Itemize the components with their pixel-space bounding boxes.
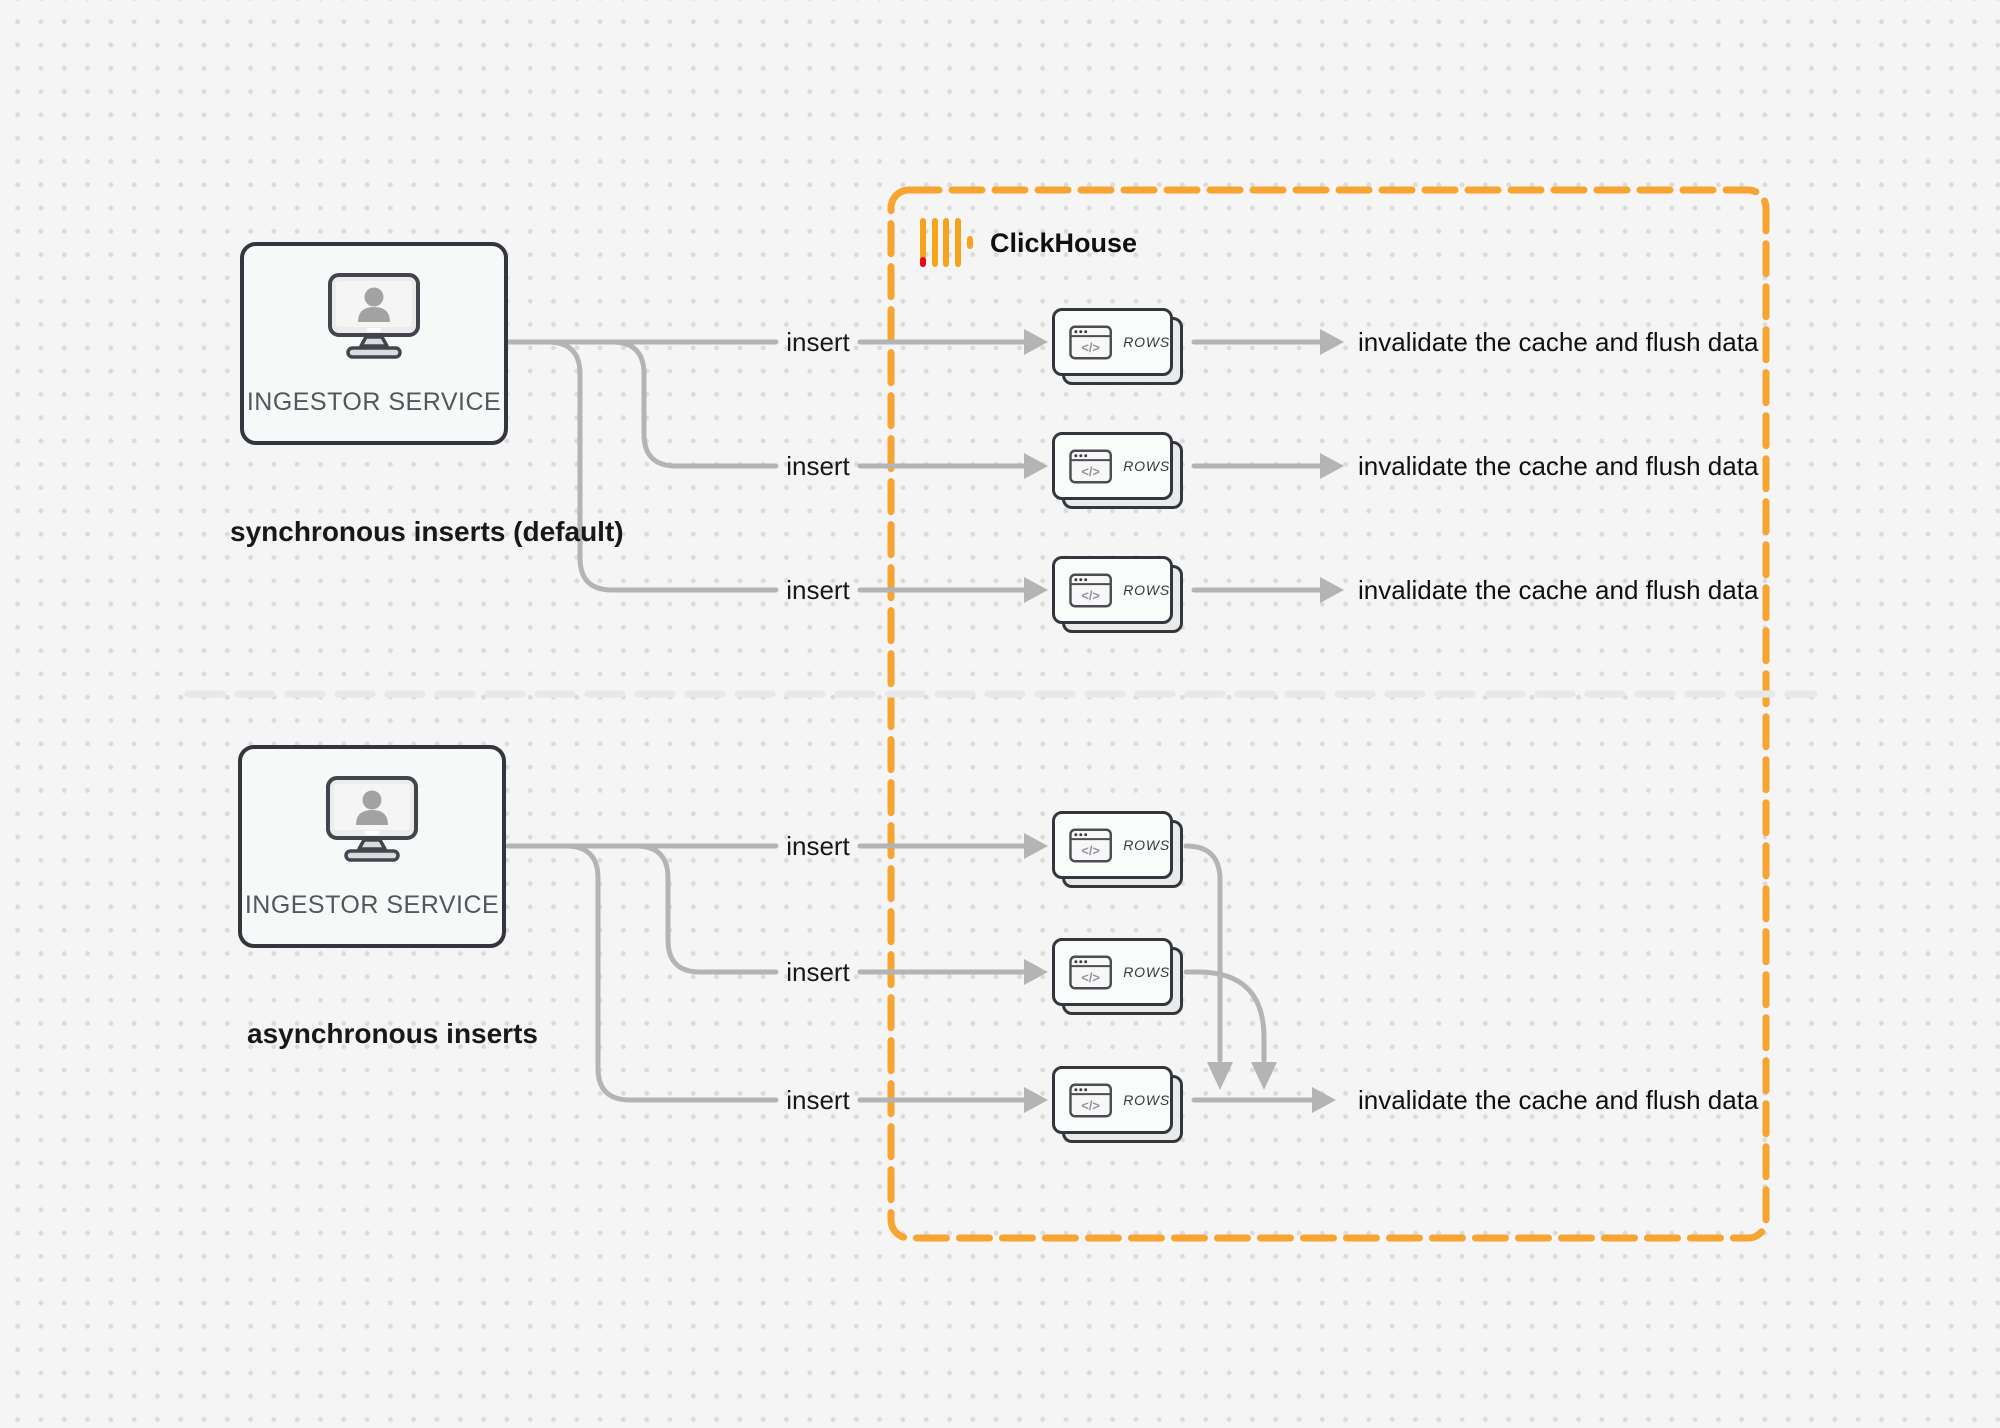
rows-card-front: </> ROWS xyxy=(1052,938,1173,1006)
insert-label-3: insert xyxy=(786,575,850,605)
arrowhead-icon xyxy=(1320,453,1344,479)
insert-label-4: insert xyxy=(786,831,850,861)
connector-async-branch-5 xyxy=(633,843,779,975)
insert-label-1: insert xyxy=(786,327,850,357)
clickhouse-boundary-box xyxy=(887,186,1770,1242)
rows-label: ROWS xyxy=(1123,582,1170,598)
rows-card-5: </> ROWS xyxy=(1052,938,1184,1016)
svg-text:</>: </> xyxy=(1081,339,1099,354)
rows-card-front: </> ROWS xyxy=(1052,308,1173,376)
rows-card-2: </> ROWS xyxy=(1052,432,1184,510)
ingestor-service-label: INGESTOR SERVICE xyxy=(246,388,502,416)
invalidate-label-3: invalidate the cache and flush data xyxy=(1358,575,1759,605)
connector-sync-branch-2 xyxy=(609,339,779,469)
rows-label: ROWS xyxy=(1123,334,1170,350)
svg-text:</>: </> xyxy=(1081,969,1099,984)
sync-section-label: synchronous inserts (default) xyxy=(230,516,624,547)
rows-card-front: </> ROWS xyxy=(1052,556,1173,624)
invalidate-label-2: invalidate the cache and flush data xyxy=(1358,451,1759,481)
connector-card4-down xyxy=(1183,843,1223,1063)
code-window-icon: </> xyxy=(1069,955,1112,989)
rows-label: ROWS xyxy=(1123,837,1170,853)
insert-label-5: insert xyxy=(786,957,850,987)
async-section-label: asynchronous inserts xyxy=(247,1018,538,1049)
rows-card-4: </> ROWS xyxy=(1052,811,1184,889)
arrowhead-icon xyxy=(1024,453,1048,479)
arrowhead-icon xyxy=(1312,1087,1336,1113)
connector-card5-down xyxy=(1183,969,1267,1063)
rows-card-front: </> ROWS xyxy=(1052,1066,1173,1134)
rows-card-front: </> ROWS xyxy=(1052,432,1173,500)
ingestor-service-label: INGESTOR SERVICE xyxy=(244,891,500,919)
clickhouse-title: ClickHouse xyxy=(990,228,1138,258)
arrowhead-down-icon xyxy=(1207,1062,1233,1090)
insert-label-6: insert xyxy=(786,1085,850,1115)
arrowheads xyxy=(1024,329,1344,1113)
svg-text:</>: </> xyxy=(1081,842,1099,857)
arrowhead-icon xyxy=(1024,1087,1048,1113)
rows-card-1: </> ROWS xyxy=(1052,308,1184,386)
code-window-icon: </> xyxy=(1069,573,1112,607)
svg-text:</>: </> xyxy=(1081,463,1099,478)
rows-card-3: </> ROWS xyxy=(1052,556,1184,634)
code-window-icon: </> xyxy=(1069,449,1112,483)
connector-lines xyxy=(504,339,1325,1103)
code-window-icon: </> xyxy=(1069,828,1112,862)
arrowhead-icon xyxy=(1024,329,1048,355)
arrowhead-icon xyxy=(1024,577,1048,603)
rows-label: ROWS xyxy=(1123,964,1170,980)
svg-text:</>: </> xyxy=(1081,587,1099,602)
arrowhead-icon xyxy=(1024,959,1048,985)
ingestor-service-box-async: INGESTOR SERVICE xyxy=(238,745,506,948)
arrowhead-icon xyxy=(1024,833,1048,859)
rows-card-6: </> ROWS xyxy=(1052,1066,1184,1144)
clickhouse-logo-icon xyxy=(920,218,976,268)
monitor-user-icon xyxy=(327,272,421,371)
invalidate-label-1: invalidate the cache and flush data xyxy=(1358,327,1759,357)
rows-card-front: </> ROWS xyxy=(1052,811,1173,879)
connector-async-branch-6 xyxy=(563,843,779,1103)
invalidate-label-6: invalidate the cache and flush data xyxy=(1358,1085,1759,1115)
connector-sync-branch-3 xyxy=(545,339,779,593)
arrowhead-down-icon xyxy=(1251,1062,1277,1090)
rows-label: ROWS xyxy=(1123,1092,1170,1108)
code-window-icon: </> xyxy=(1069,325,1112,359)
code-window-icon: </> xyxy=(1069,1083,1112,1117)
arrowhead-icon xyxy=(1320,329,1344,355)
ingestor-service-box-sync: INGESTOR SERVICE xyxy=(240,242,508,445)
svg-text:</>: </> xyxy=(1081,1097,1099,1112)
rows-label: ROWS xyxy=(1123,458,1170,474)
insert-label-2: insert xyxy=(786,451,850,481)
arrowhead-icon xyxy=(1320,577,1344,603)
monitor-user-icon xyxy=(325,775,419,874)
